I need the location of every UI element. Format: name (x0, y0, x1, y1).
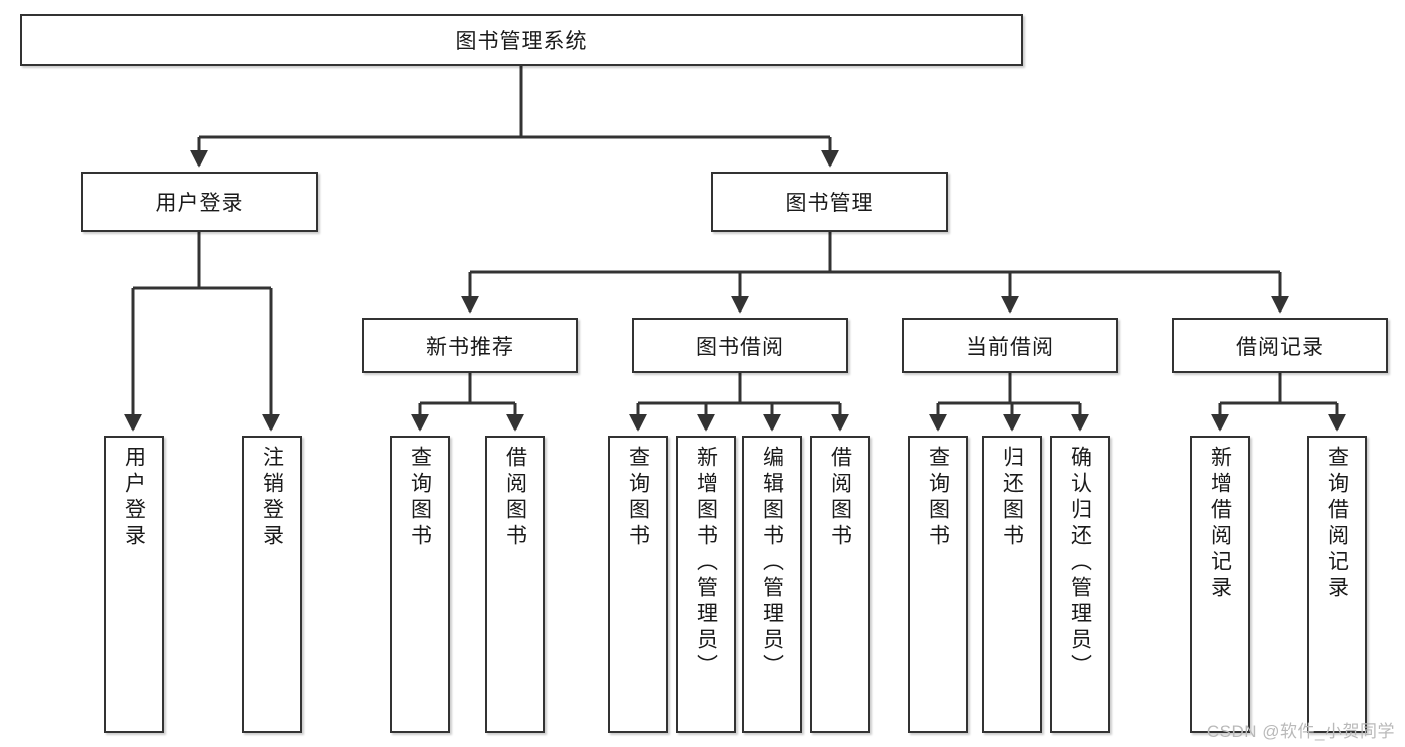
leaf-return-book-label: 归还图书 (1000, 446, 1024, 550)
node-book-manage-label: 图书管理 (785, 192, 874, 215)
leaf-borrow-book-label: 借阅图书 (828, 446, 852, 550)
leaf-logout[interactable]: 注销登录 (242, 436, 302, 733)
node-current-borrow[interactable]: 当前借阅 (902, 318, 1118, 373)
node-book-borrow-label: 图书借阅 (696, 335, 784, 359)
leaf-borrow-book-recommendation-label: 借阅图书 (503, 446, 527, 550)
leaf-user-login-label: 用户登录 (122, 446, 146, 550)
leaf-query-borrow-record[interactable]: 查询借阅记录 (1307, 436, 1367, 733)
leaf-confirm-return-admin-label: 确认归还（管理员） (1068, 446, 1092, 680)
node-root[interactable]: 图书管理系统 (20, 14, 1023, 66)
leaf-query-book-current[interactable]: 查询图书 (908, 436, 968, 733)
node-root-label: 图书管理系统 (455, 30, 588, 53)
leaf-logout-label: 注销登录 (260, 446, 284, 550)
node-borrow-record[interactable]: 借阅记录 (1172, 318, 1388, 373)
leaf-query-borrow-record-label: 查询借阅记录 (1325, 446, 1349, 602)
leaf-query-book-recommendation[interactable]: 查询图书 (390, 436, 450, 733)
leaf-query-book-borrow[interactable]: 查询图书 (608, 436, 668, 733)
node-user-login[interactable]: 用户登录 (81, 172, 318, 232)
node-book-borrow[interactable]: 图书借阅 (632, 318, 848, 373)
leaf-query-book-borrow-label: 查询图书 (626, 446, 650, 550)
leaf-add-borrow-record-label: 新增借阅记录 (1208, 446, 1232, 602)
node-current-borrow-label: 当前借阅 (966, 335, 1054, 359)
leaf-add-book-admin[interactable]: 新增图书（管理员） (676, 436, 736, 733)
leaf-user-login[interactable]: 用户登录 (104, 436, 164, 733)
leaf-query-book-current-label: 查询图书 (926, 446, 950, 550)
node-borrow-record-label: 借阅记录 (1236, 335, 1324, 359)
leaf-return-book[interactable]: 归还图书 (982, 436, 1042, 733)
node-book-manage[interactable]: 图书管理 (711, 172, 948, 232)
leaf-edit-book-admin-label: 编辑图书（管理员） (760, 446, 784, 680)
watermark: CSDN @软件_小贺同学 (1206, 722, 1395, 741)
leaf-borrow-book[interactable]: 借阅图书 (810, 436, 870, 733)
leaf-confirm-return-admin[interactable]: 确认归还（管理员） (1050, 436, 1110, 733)
leaf-add-book-admin-label: 新增图书（管理员） (694, 446, 718, 680)
node-new-book-recommendation-label: 新书推荐 (426, 335, 514, 359)
node-user-login-label: 用户登录 (155, 192, 244, 215)
leaf-add-borrow-record[interactable]: 新增借阅记录 (1190, 436, 1250, 733)
leaf-borrow-book-recommendation[interactable]: 借阅图书 (485, 436, 545, 733)
leaf-edit-book-admin[interactable]: 编辑图书（管理员） (742, 436, 802, 733)
leaf-query-book-recommendation-label: 查询图书 (408, 446, 432, 550)
node-new-book-recommendation[interactable]: 新书推荐 (362, 318, 578, 373)
